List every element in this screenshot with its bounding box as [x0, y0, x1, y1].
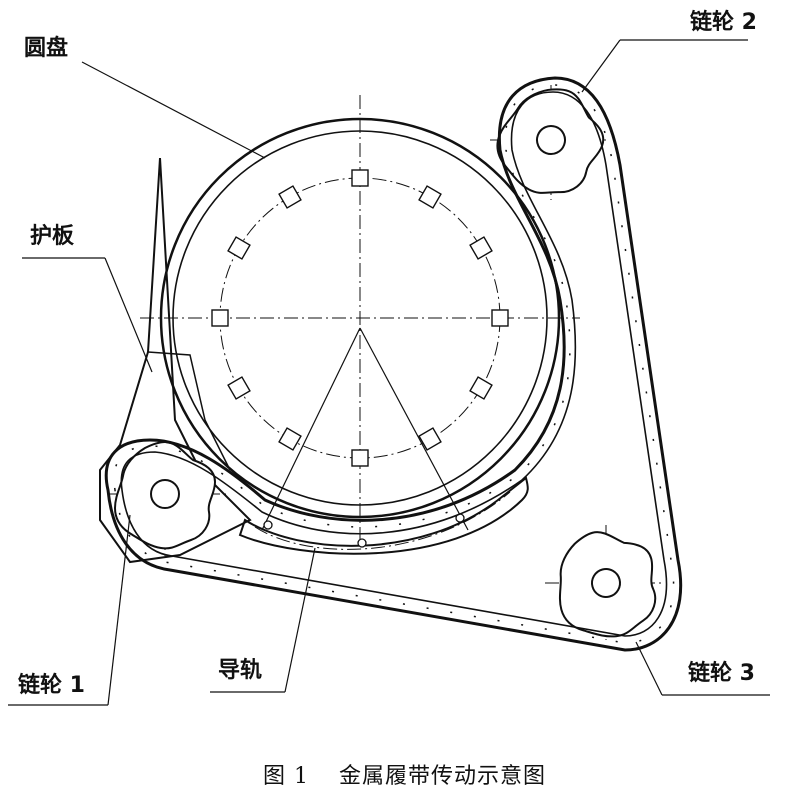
- leader-sprocket-2-b: [581, 39, 621, 93]
- guard-plate: [99, 157, 252, 564]
- bolt-square: [418, 427, 442, 451]
- guard-plate-inner: [147, 351, 231, 471]
- rail-rivet: [263, 520, 273, 530]
- bolt-square: [469, 376, 493, 400]
- bolt-square: [351, 169, 369, 187]
- bolt-square: [351, 449, 369, 467]
- label-sprocket-3: 链轮 3: [688, 661, 755, 686]
- sprocket-2: [484, 73, 617, 210]
- label-sprocket-1: 链轮 1: [18, 673, 85, 698]
- radial-line-right: [359, 327, 469, 531]
- guide-rail: [238, 476, 529, 555]
- sprocket-1-hub: [150, 479, 180, 509]
- leader-guide-rail-b: [284, 547, 316, 693]
- leader-disc: [81, 61, 266, 159]
- label-sprocket-2: 链轮 2: [690, 10, 757, 35]
- sprocket-1: [114, 441, 216, 550]
- rail-rivet: [357, 538, 367, 548]
- bolt-square: [278, 427, 302, 451]
- metal-track-outer: [104, 76, 683, 652]
- leader-sprocket-3-b: [635, 641, 663, 696]
- bolt-square: [211, 309, 229, 327]
- figure-title: 金属履带传动示意图: [338, 764, 546, 789]
- bolt-square: [491, 309, 509, 327]
- leader-guard-plate-2: [104, 257, 153, 373]
- label-guide-rail: 导轨: [218, 658, 263, 683]
- sprocket-3: [543, 518, 670, 650]
- leader-sprocket-1-b: [107, 514, 131, 706]
- bolt-square: [469, 236, 493, 260]
- label-disc: 圆盘: [24, 36, 69, 61]
- figure-caption: 图 1 金属履带传动示意图: [0, 758, 809, 790]
- bolt-square: [278, 185, 302, 209]
- bolt-square: [227, 376, 251, 400]
- metal-track-inner: [120, 91, 668, 637]
- bolt-square: [418, 185, 442, 209]
- sprocket-2-hub: [536, 125, 566, 155]
- sprocket-3-hub: [591, 568, 621, 598]
- figure-number: 图 1: [262, 764, 309, 789]
- radial-line-left: [261, 327, 361, 531]
- guide-rail-centerline: [254, 491, 511, 550]
- bolt-square: [227, 236, 251, 260]
- label-guard-plate: 护板: [30, 224, 75, 249]
